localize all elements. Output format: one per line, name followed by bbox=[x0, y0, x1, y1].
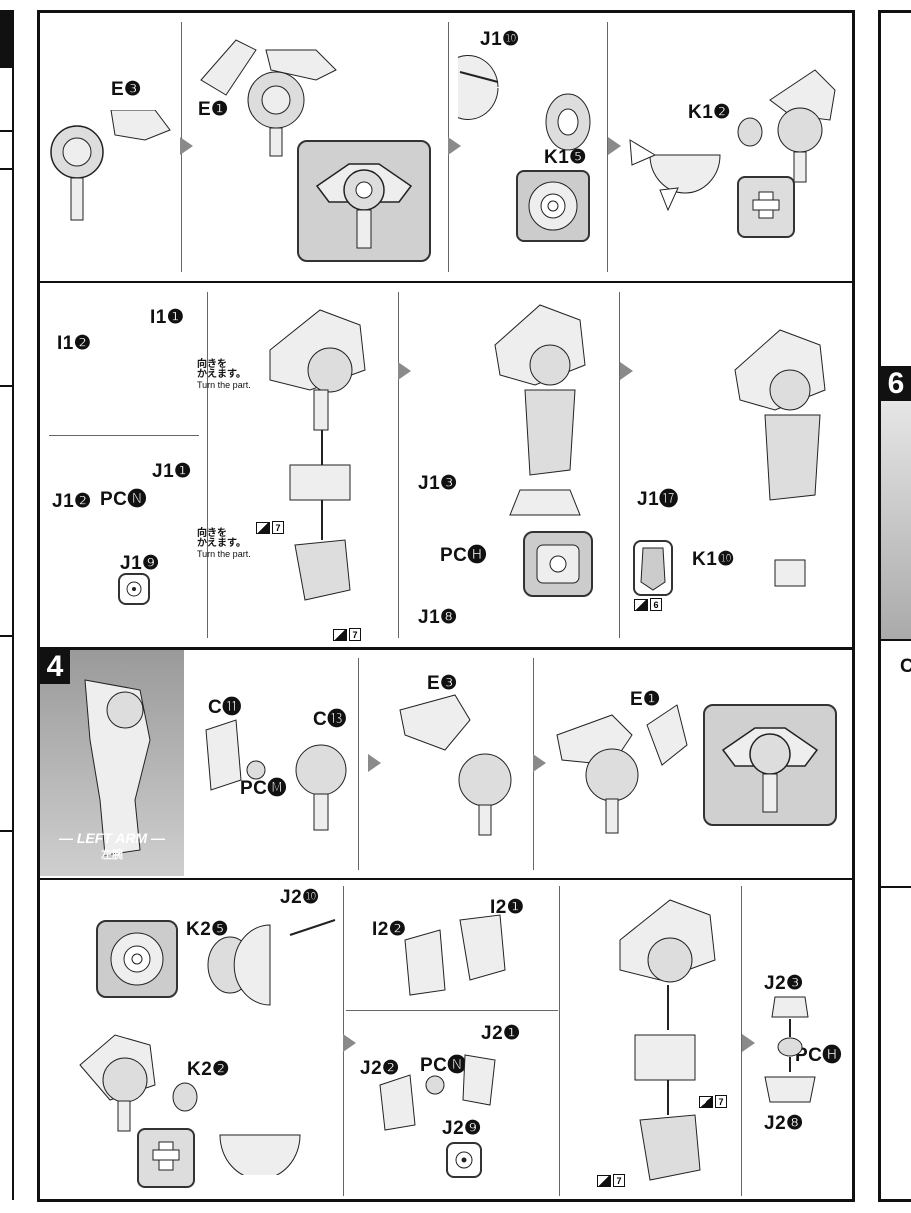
part-label: J1❾ bbox=[120, 553, 160, 574]
part-label: E❶ bbox=[198, 99, 229, 120]
arm-assembly-illustration bbox=[494, 304, 586, 516]
shoulder-assembly-illustration bbox=[200, 39, 337, 157]
detail-view-box bbox=[523, 531, 593, 597]
part-label: PC🅝 bbox=[420, 1055, 467, 1076]
detail-view-box bbox=[96, 920, 178, 998]
j1-9-detail-icon bbox=[126, 581, 142, 597]
k2-2-detail-icon bbox=[152, 1141, 180, 1171]
detail-view-box bbox=[703, 704, 837, 826]
step-arrow bbox=[608, 137, 621, 155]
detail-view-box bbox=[137, 1128, 195, 1188]
k2-5-detail-icon bbox=[110, 932, 164, 986]
part-label: E❸ bbox=[111, 79, 142, 100]
part-label: C bbox=[900, 656, 911, 677]
detail-view-box bbox=[633, 540, 673, 596]
sticker-tag: 7 bbox=[597, 1174, 625, 1187]
part-label: K2❺ bbox=[186, 919, 229, 940]
part-label: K1❿ bbox=[692, 549, 735, 570]
part-label: K2❷ bbox=[187, 1059, 230, 1080]
step-arrow bbox=[448, 137, 461, 155]
step-arrow bbox=[180, 137, 193, 155]
part-label: I1❶ bbox=[150, 307, 185, 328]
step-arrow bbox=[368, 754, 381, 772]
detail-view-box bbox=[737, 176, 795, 238]
upper-arm-assembly-illustration bbox=[619, 899, 716, 1181]
sticker-tag: 7 bbox=[699, 1095, 727, 1108]
left-arm-preview-illustration bbox=[84, 679, 151, 856]
part-label: J2❿ bbox=[280, 887, 320, 908]
part-label: J2❷ bbox=[360, 1058, 400, 1079]
part-label: I2❶ bbox=[490, 897, 525, 918]
part-label: J1❽ bbox=[418, 607, 458, 628]
sticker-tag: 7 bbox=[333, 628, 361, 641]
e3-assembly-illustration bbox=[399, 694, 512, 836]
part-label: J1⓱ bbox=[637, 489, 679, 510]
step-arrow bbox=[742, 1034, 755, 1052]
turn-part-note: 向きを かえます。Turn the part. bbox=[197, 528, 251, 560]
j2-9-detail-icon bbox=[455, 1151, 473, 1169]
part-label: J1❸ bbox=[418, 473, 458, 494]
shoulder-detail-illustration bbox=[721, 727, 819, 813]
step-arrow bbox=[343, 1034, 356, 1052]
detail-view-box bbox=[297, 140, 431, 262]
sticker-tag: 6 bbox=[634, 598, 662, 611]
detail-view-box bbox=[516, 170, 590, 242]
step-arrow bbox=[398, 362, 411, 380]
part-label: K1❷ bbox=[688, 102, 731, 123]
part-label: C⓫ bbox=[208, 697, 242, 718]
row-divider-1 bbox=[37, 281, 855, 283]
j2-10-assembly-illustration bbox=[207, 919, 336, 1006]
part-label: K1❺ bbox=[544, 147, 587, 168]
part-label: J1❿ bbox=[480, 29, 520, 50]
left-arm-banner bbox=[40, 650, 184, 876]
step-arrow bbox=[533, 754, 546, 772]
part-label: J2❽ bbox=[764, 1113, 804, 1134]
part-label: I1❷ bbox=[57, 333, 92, 354]
i2-parts-illustration bbox=[404, 914, 506, 996]
part-label: J2❸ bbox=[764, 973, 804, 994]
shoulder-detail-illustration bbox=[315, 163, 413, 249]
step-arrow bbox=[620, 362, 633, 380]
part-label: J2❾ bbox=[442, 1118, 482, 1139]
e1-assembly-illustration bbox=[556, 704, 688, 834]
j2-parts-illustration bbox=[379, 1054, 496, 1131]
sticker-tag: 7 bbox=[256, 521, 284, 534]
part-label: PC🅜 bbox=[240, 778, 287, 799]
j1-17-detail-icon bbox=[640, 547, 666, 591]
detail-view-box bbox=[446, 1142, 482, 1178]
part-label: C⓭ bbox=[313, 709, 347, 730]
arm-assembly-illustration bbox=[734, 329, 826, 587]
right-page-edge bbox=[878, 10, 911, 1202]
left-page-edge bbox=[0, 10, 14, 1200]
part-label: J1❷ bbox=[52, 491, 92, 512]
step-number: 6 bbox=[881, 367, 911, 401]
shoulder-joint-illustration bbox=[50, 110, 171, 221]
left-arm-caption: — LEFT ARM — 左腕 bbox=[58, 830, 166, 861]
j1-10-illustration bbox=[458, 55, 591, 151]
k2-2-assembly-illustration bbox=[79, 1034, 301, 1175]
j2-8-assembly-illustration bbox=[764, 996, 816, 1103]
part-label: PC🅝 bbox=[100, 489, 147, 510]
part-label: PC🅗 bbox=[795, 1045, 842, 1066]
detail-view-box bbox=[118, 573, 150, 605]
turn-part-note: 向きを かえます。Turn the part. bbox=[197, 359, 251, 391]
part-label: I2❷ bbox=[372, 919, 407, 940]
part-label: E❶ bbox=[630, 689, 661, 710]
part-label: J2❶ bbox=[481, 1023, 521, 1044]
instruction-panel-frame bbox=[37, 10, 855, 1202]
step-number: 4 bbox=[40, 650, 70, 684]
k1-2-detail-icon bbox=[752, 191, 780, 219]
j1-3-detail-icon bbox=[536, 544, 580, 584]
upper-arm-assembly-illustration bbox=[269, 309, 366, 601]
k1-5-detail-icon bbox=[528, 181, 578, 231]
k1-2-assembly-illustration bbox=[629, 69, 836, 212]
part-label: E❸ bbox=[427, 673, 458, 694]
row-divider-3 bbox=[37, 878, 855, 880]
row-divider-2 bbox=[37, 647, 855, 650]
part-label: J1❶ bbox=[152, 461, 192, 482]
c-parts-illustration bbox=[205, 719, 347, 831]
part-label: PC🅗 bbox=[440, 545, 487, 566]
